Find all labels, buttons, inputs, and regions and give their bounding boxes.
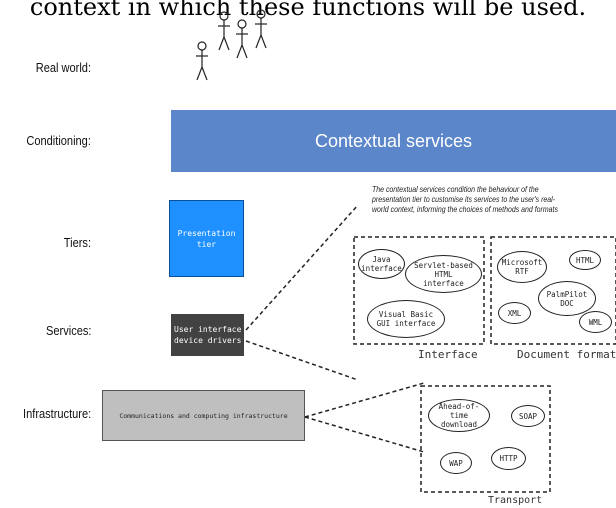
microsoft-rtf-ellipse: Microsoft RTF — [497, 251, 547, 283]
wap-ellipse: WAP — [440, 452, 472, 474]
connector-infra-to-transport-bottom — [304, 416, 425, 453]
row-label-infrastructure: Infrastructure: — [22, 406, 91, 421]
java-interface-ellipse: Java interface — [358, 249, 405, 279]
device-drivers-box: User interface device drivers — [171, 314, 244, 356]
palmpilot-doc-ellipse: PalmPilot DOC — [538, 281, 596, 316]
stick-figures-icon — [196, 9, 267, 81]
document-formats-group-border — [490, 236, 616, 345]
row-label-services: Services: — [45, 323, 91, 338]
contextual-services-note: The contextual services condition the be… — [372, 184, 558, 214]
device-drivers-label: User interface device drivers — [174, 325, 242, 345]
contextual-services-box: Contextual services — [171, 110, 616, 172]
caption-fragment: context in which these functions will be… — [29, 0, 587, 18]
infrastructure-box: Communications and computing infrastruct… — [102, 390, 305, 441]
document-formats-group-label: Document formats — [517, 348, 616, 361]
row-label-real-world: Real world: — [35, 60, 91, 75]
row-label-conditioning: Conditioning: — [26, 133, 91, 148]
servlet-html-interface-ellipse: Servlet-based HTML interface — [405, 255, 482, 293]
visual-basic-gui-ellipse: Visual Basic GUI interface — [367, 300, 445, 338]
row-label-tiers: Tiers: — [63, 235, 91, 250]
html-ellipse: HTML — [569, 250, 601, 270]
interface-group-border — [353, 236, 485, 345]
soap-ellipse: SOAP — [511, 405, 545, 427]
transport-group-label: Transport — [488, 495, 543, 506]
ahead-of-time-download-ellipse: Ahead-of-time download — [428, 399, 490, 432]
connector-infra-to-transport-top — [304, 382, 425, 418]
connector-drivers-to-interface-bottom — [245, 340, 359, 381]
xml-ellipse: XML — [498, 302, 531, 324]
presentation-tier-box: Presentation tier — [169, 200, 244, 277]
interface-group-label: Interface — [418, 348, 478, 361]
connector-drivers-to-interface-top — [245, 204, 359, 331]
infrastructure-label: Communications and computing infrastruct… — [119, 411, 288, 420]
transport-group-border — [420, 385, 551, 493]
wml-ellipse: WML — [579, 311, 612, 333]
http-ellipse: HTTP — [491, 447, 526, 470]
presentation-tier-label: Presentation tier — [177, 228, 236, 249]
contextual-services-label: Contextual services — [314, 130, 473, 151]
